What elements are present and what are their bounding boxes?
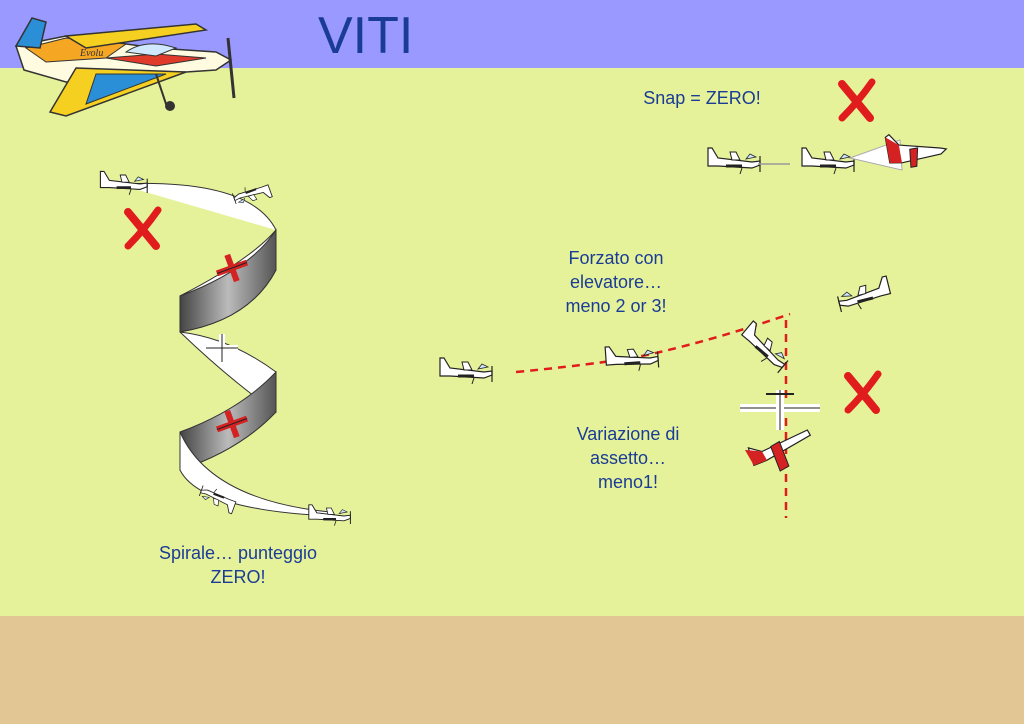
plane-icon: [744, 429, 812, 472]
plane-icon: [834, 274, 894, 316]
aerobatic-plane-icon: Evolu: [14, 17, 236, 117]
plane-icon: [603, 341, 661, 375]
plane-icon: [215, 409, 249, 439]
ground-band: [0, 616, 1024, 724]
plane-icon: [307, 503, 352, 527]
plane-icon: [438, 356, 494, 386]
plane-icon: [740, 390, 820, 430]
snap-label: Snap = ZERO!: [643, 88, 761, 108]
plane-icon: [800, 146, 856, 176]
plane-icon: [206, 334, 238, 362]
plane-icon: [735, 319, 795, 376]
forzato-label: Forzato con elevatore… meno 2 or 3!: [565, 248, 667, 316]
dashed-flight-path: [515, 312, 791, 374]
red-cross-icon: [128, 210, 158, 246]
red-cross-icon: [842, 82, 872, 118]
svg-text:Evolu: Evolu: [79, 48, 103, 59]
sky-field: [0, 68, 1024, 616]
page-title: VITI: [318, 7, 414, 65]
variazione-label: Variazione di assetto… meno1!: [576, 424, 680, 492]
plane-icon: [706, 146, 762, 176]
plane-icon: [215, 253, 249, 283]
red-cross-icon: [848, 374, 878, 410]
plane-icon: [884, 133, 948, 168]
spirale-label: Spirale… punteggio ZERO!: [158, 543, 318, 587]
